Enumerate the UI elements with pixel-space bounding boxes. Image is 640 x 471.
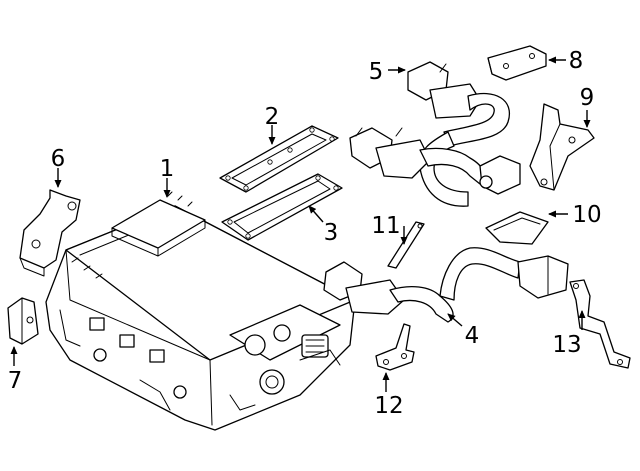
coolant-hose-lower — [323, 247, 569, 323]
inverter-module — [45, 191, 356, 431]
leader-4 — [447, 313, 463, 327]
strap-bracket — [387, 221, 425, 269]
callout-3: 3 — [324, 220, 339, 246]
callout-5: 5 — [369, 59, 384, 85]
callout-8: 8 — [569, 48, 584, 74]
bracket-right — [529, 103, 595, 191]
callout-7: 7 — [8, 368, 23, 394]
callout-4: 4 — [465, 323, 480, 349]
callout-6: 6 — [51, 146, 66, 172]
callout-10: 10 — [572, 202, 601, 228]
bracket-small — [7, 297, 39, 345]
callout-2: 2 — [265, 104, 280, 130]
callout-1: 1 — [160, 156, 175, 182]
callout-12: 12 — [374, 393, 403, 419]
callout-13: 13 — [552, 332, 581, 358]
shield-plate — [485, 211, 549, 245]
leader-3 — [308, 205, 324, 223]
long-bracket — [569, 279, 631, 369]
leader-lines — [10, 56, 591, 392]
bracket-top — [487, 45, 547, 81]
mount-bracket — [375, 323, 415, 371]
callout-9: 9 — [580, 85, 595, 111]
callout-labels: 1 2 3 4 5 6 7 8 9 10 11 12 13 — [8, 48, 602, 419]
gasket-upper — [219, 125, 339, 193]
coolant-hose-upper — [349, 61, 521, 207]
bracket-left — [19, 189, 81, 277]
callout-11: 11 — [371, 213, 400, 239]
gasket-lower — [221, 173, 343, 241]
